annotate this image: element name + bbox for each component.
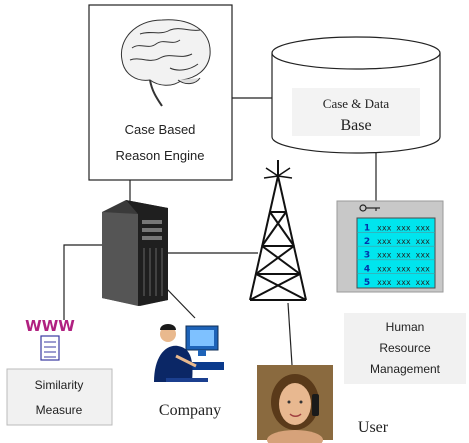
database-label-line1: Case & Data [323, 96, 390, 111]
www-letters: WWW [25, 317, 75, 335]
connectors [63, 97, 377, 366]
table-row-number: 4 [364, 264, 370, 274]
table-row-cells: xxx xxx xxx [377, 264, 430, 273]
similarity-label-line1: Similarity [35, 378, 84, 392]
data-table-panel: 1 xxx xxx xxx 2 xxx xxx xxx 3 xxx xxx xxx 4 xxx… [336, 200, 444, 293]
similarity-box [6, 368, 113, 426]
antenna-tower-icon [249, 160, 307, 301]
table-row-number: 2 [364, 237, 370, 247]
table-row-number: 3 [364, 251, 370, 261]
hrm-label-line1: Human [386, 320, 425, 334]
table-row-number: 1 [364, 224, 370, 234]
company-label: Company [159, 402, 221, 419]
hrm-box [344, 313, 466, 384]
table-rows: 1 xxx xxx xxx 2 xxx xxx xxx 3 xxx xxx xxx 4 xxx… [357, 224, 435, 288]
table-row-cells: xxx xxx xxx [377, 237, 430, 246]
hrm-label-line3: Management [370, 362, 441, 376]
database-cylinder: Case & Data Base [271, 36, 441, 154]
www-page-icon: WWW [25, 317, 75, 361]
user-label: User [358, 419, 389, 436]
table-row-number: 5 [364, 278, 370, 288]
table-row-cells: xxx xxx xxx [377, 278, 430, 287]
table-row-cells: xxx xxx xxx [377, 251, 430, 260]
engine-label-line1: Case Based [125, 122, 196, 137]
key-icon [359, 204, 380, 212]
brain-icon [120, 19, 211, 107]
hrm-label-line2: Resource [379, 341, 431, 355]
user-phone-photo [257, 365, 333, 443]
database-label-line2: Base [340, 117, 371, 134]
reason-engine-box: Case Based Reason Engine [88, 4, 233, 181]
company-worker-icon [154, 324, 224, 382]
similarity-label-line2: Measure [36, 403, 83, 417]
engine-label-line2: Reason Engine [116, 148, 205, 163]
server-tower-icon [102, 200, 168, 306]
table-row-cells: xxx xxx xxx [377, 224, 430, 233]
